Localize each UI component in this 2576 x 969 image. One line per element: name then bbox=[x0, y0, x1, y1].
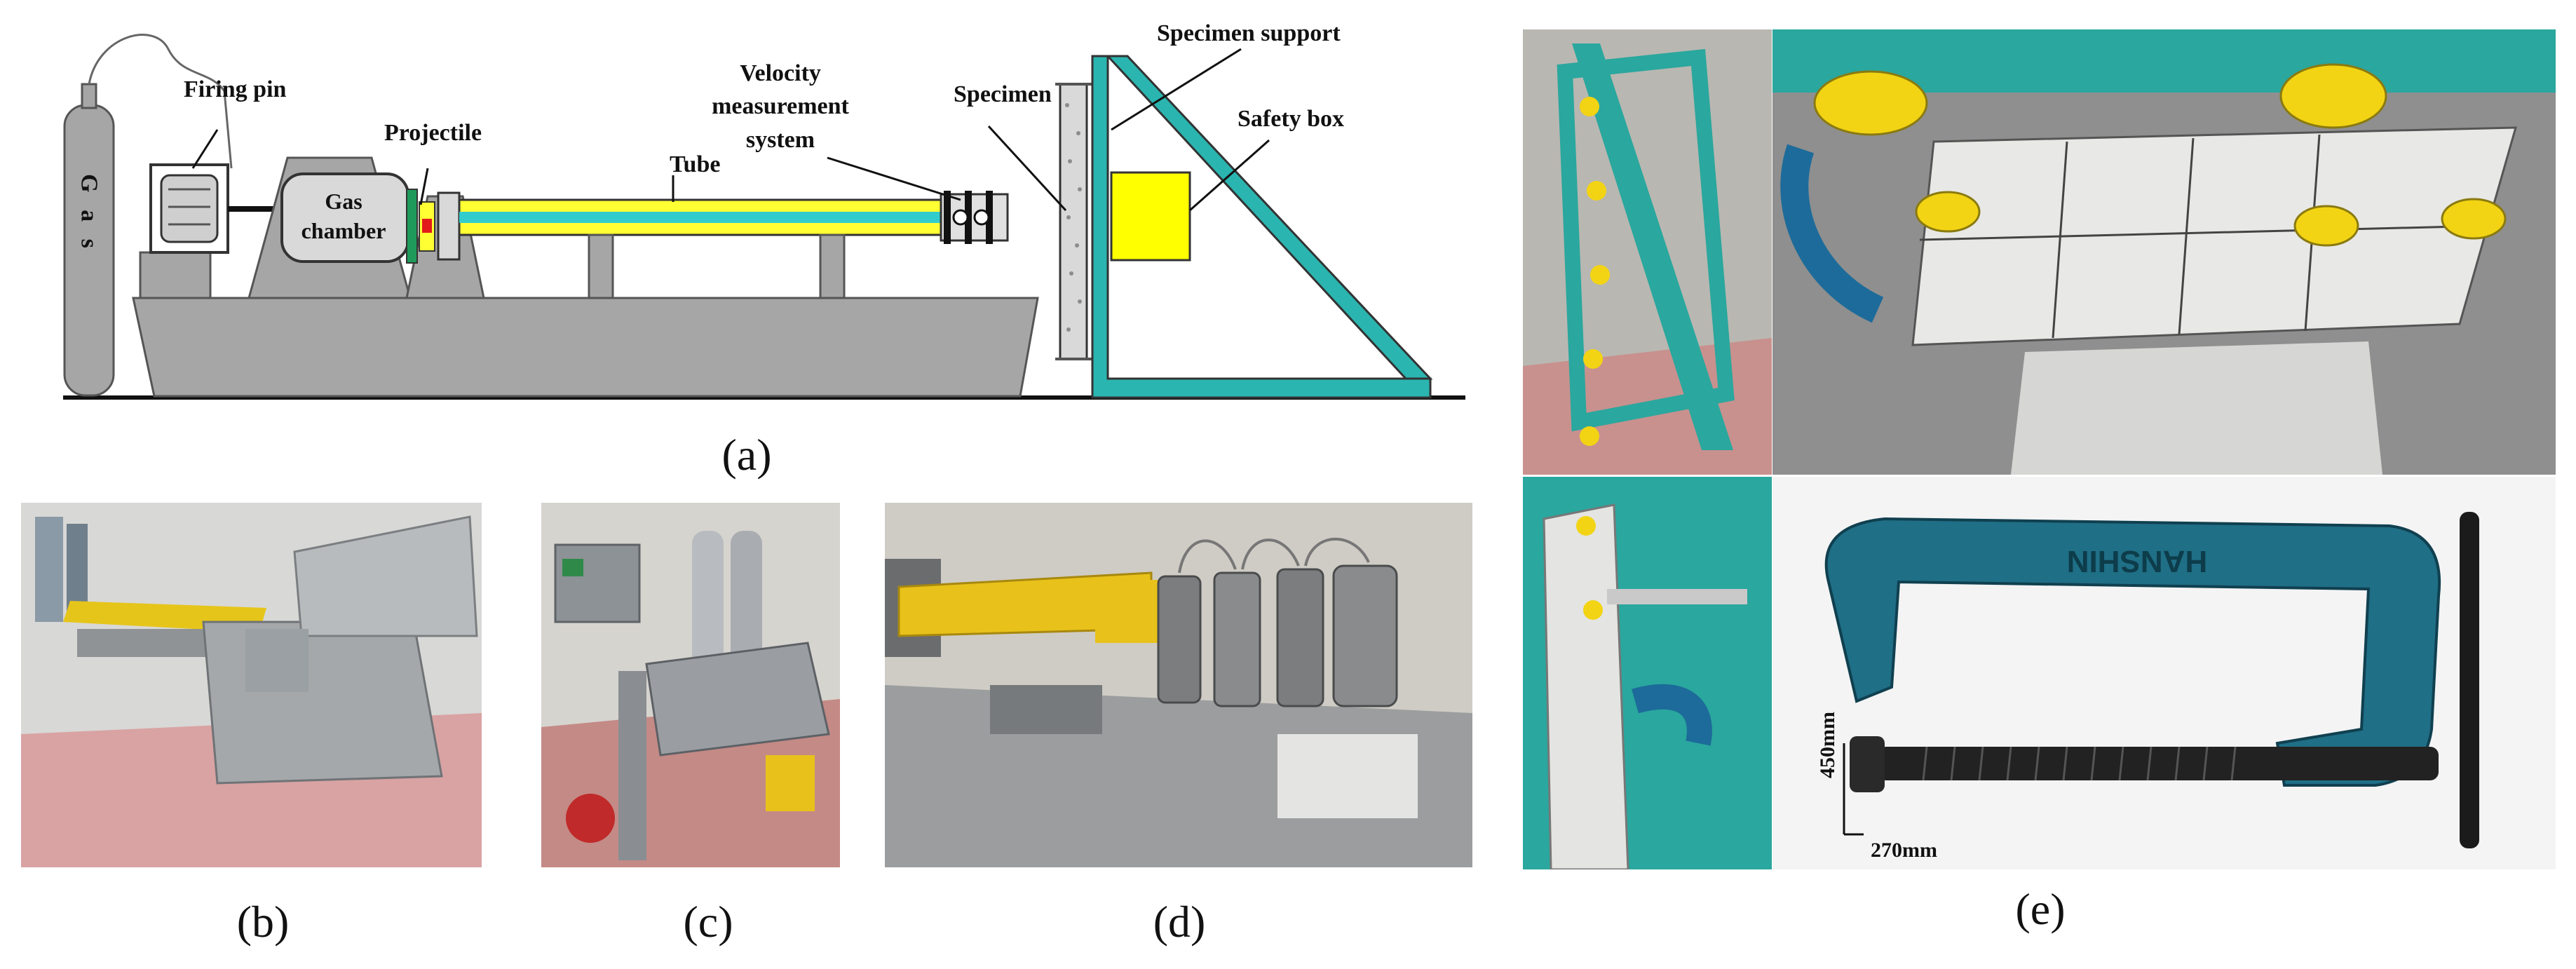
clamp-pad bbox=[1850, 736, 1885, 792]
photo-e-specimen-edge bbox=[1523, 477, 1772, 869]
base-platform bbox=[132, 297, 1039, 398]
leader-velocity bbox=[827, 156, 961, 201]
photo-b-overview bbox=[21, 503, 482, 867]
leader-firing-pin bbox=[191, 129, 219, 169]
dim-450mm: 450mm bbox=[1816, 712, 1839, 778]
label-velocity-1: Velocity bbox=[740, 60, 821, 86]
support-diagonal-brace bbox=[1105, 55, 1433, 380]
label-safety-box: Safety box bbox=[1238, 106, 1344, 132]
leader-projectile bbox=[419, 168, 429, 205]
projectile-core bbox=[422, 219, 432, 233]
breech-flange bbox=[437, 191, 461, 261]
leader-safety-box bbox=[1189, 139, 1270, 212]
specimen-panel bbox=[1059, 83, 1088, 360]
leader-specimen bbox=[987, 125, 1067, 212]
label-projectile: Projectile bbox=[384, 120, 482, 146]
leader-specimen-support bbox=[1111, 48, 1242, 131]
tube-support-right bbox=[819, 233, 846, 299]
dim-270mm: 270mm bbox=[1871, 839, 1937, 862]
setup-schematic: G a s Firing pin Projectile Gas chamber … bbox=[63, 21, 1465, 400]
label-specimen-support: Specimen support bbox=[1157, 21, 1341, 46]
clamp-screw bbox=[1878, 747, 2439, 780]
photo-e-specimen-top bbox=[1772, 29, 2556, 475]
caption-e: (e) bbox=[2015, 884, 2066, 934]
photo-e-c-clamp: HANSHIN bbox=[1772, 477, 2556, 869]
safety-box bbox=[1110, 171, 1191, 262]
label-velocity-3: system bbox=[746, 127, 815, 153]
breech-plate bbox=[406, 189, 418, 264]
barrel-bore bbox=[459, 212, 1006, 223]
photo-e-frame-side bbox=[1523, 29, 1772, 475]
caption-a: (a) bbox=[721, 430, 772, 480]
label-gas-chamber-2: chamber bbox=[301, 218, 386, 243]
photo-d-velocity-system bbox=[885, 503, 1472, 867]
label-gas-chamber-1: Gas bbox=[325, 189, 362, 214]
firing-pin-coil bbox=[160, 174, 219, 243]
gas-cylinder-valve bbox=[81, 83, 97, 109]
label-gas: G a s bbox=[76, 174, 102, 254]
label-specimen: Specimen bbox=[954, 81, 1052, 107]
photo-c-gas-chamber bbox=[541, 503, 840, 867]
tube-support-left bbox=[588, 233, 614, 299]
label-velocity-2: measurement bbox=[712, 93, 849, 119]
clamp-brand-text: HANSHIN bbox=[2067, 544, 2207, 578]
label-firing-pin: Firing pin bbox=[184, 76, 287, 102]
label-tube: Tube bbox=[670, 151, 720, 177]
caption-d: (d) bbox=[1153, 897, 1206, 947]
clamp-body bbox=[1824, 517, 2441, 787]
caption-c: (c) bbox=[683, 897, 733, 947]
clamp-handle bbox=[2460, 512, 2479, 848]
gas-hose bbox=[88, 34, 233, 169]
caption-b: (b) bbox=[236, 897, 290, 947]
firing-pin-pedestal bbox=[139, 251, 212, 299]
